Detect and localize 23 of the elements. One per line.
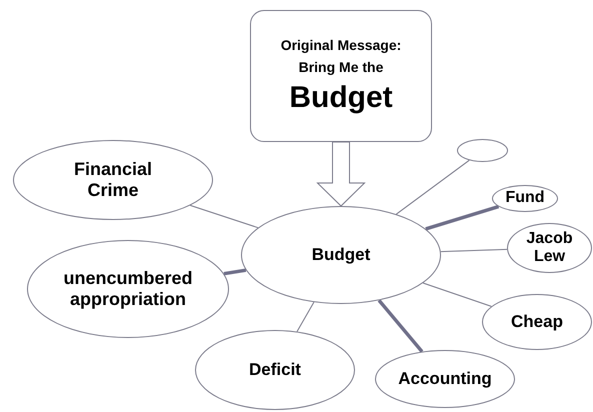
box-heading: Original Message: [280, 36, 402, 53]
message-text: Bring Me the [298, 58, 384, 75]
message-box [250, 10, 432, 142]
topic-label: Financial Crime [72, 159, 154, 201]
connector-line [224, 268, 246, 276]
topic-label: Deficit [248, 360, 302, 380]
topic-label: Cheap [510, 312, 564, 332]
topic-label: unencumbered appropriation [62, 268, 194, 310]
connector-line [425, 204, 500, 231]
topic-label: Jacob Lew [525, 230, 574, 266]
topic-ellipse [492, 185, 558, 212]
connector-line [422, 282, 492, 307]
connector-line [440, 248, 508, 252]
topic-label: Budget [310, 245, 372, 265]
topic-label: Fund [504, 189, 546, 208]
connector-line [378, 299, 424, 353]
connector-line [396, 160, 470, 215]
block-arrow [316, 142, 366, 207]
topic-label: Accounting [397, 369, 493, 389]
empty-ellipse [457, 139, 508, 162]
message-text: Budget [288, 80, 394, 116]
connector-line [296, 302, 314, 332]
connector-line [190, 204, 258, 228]
